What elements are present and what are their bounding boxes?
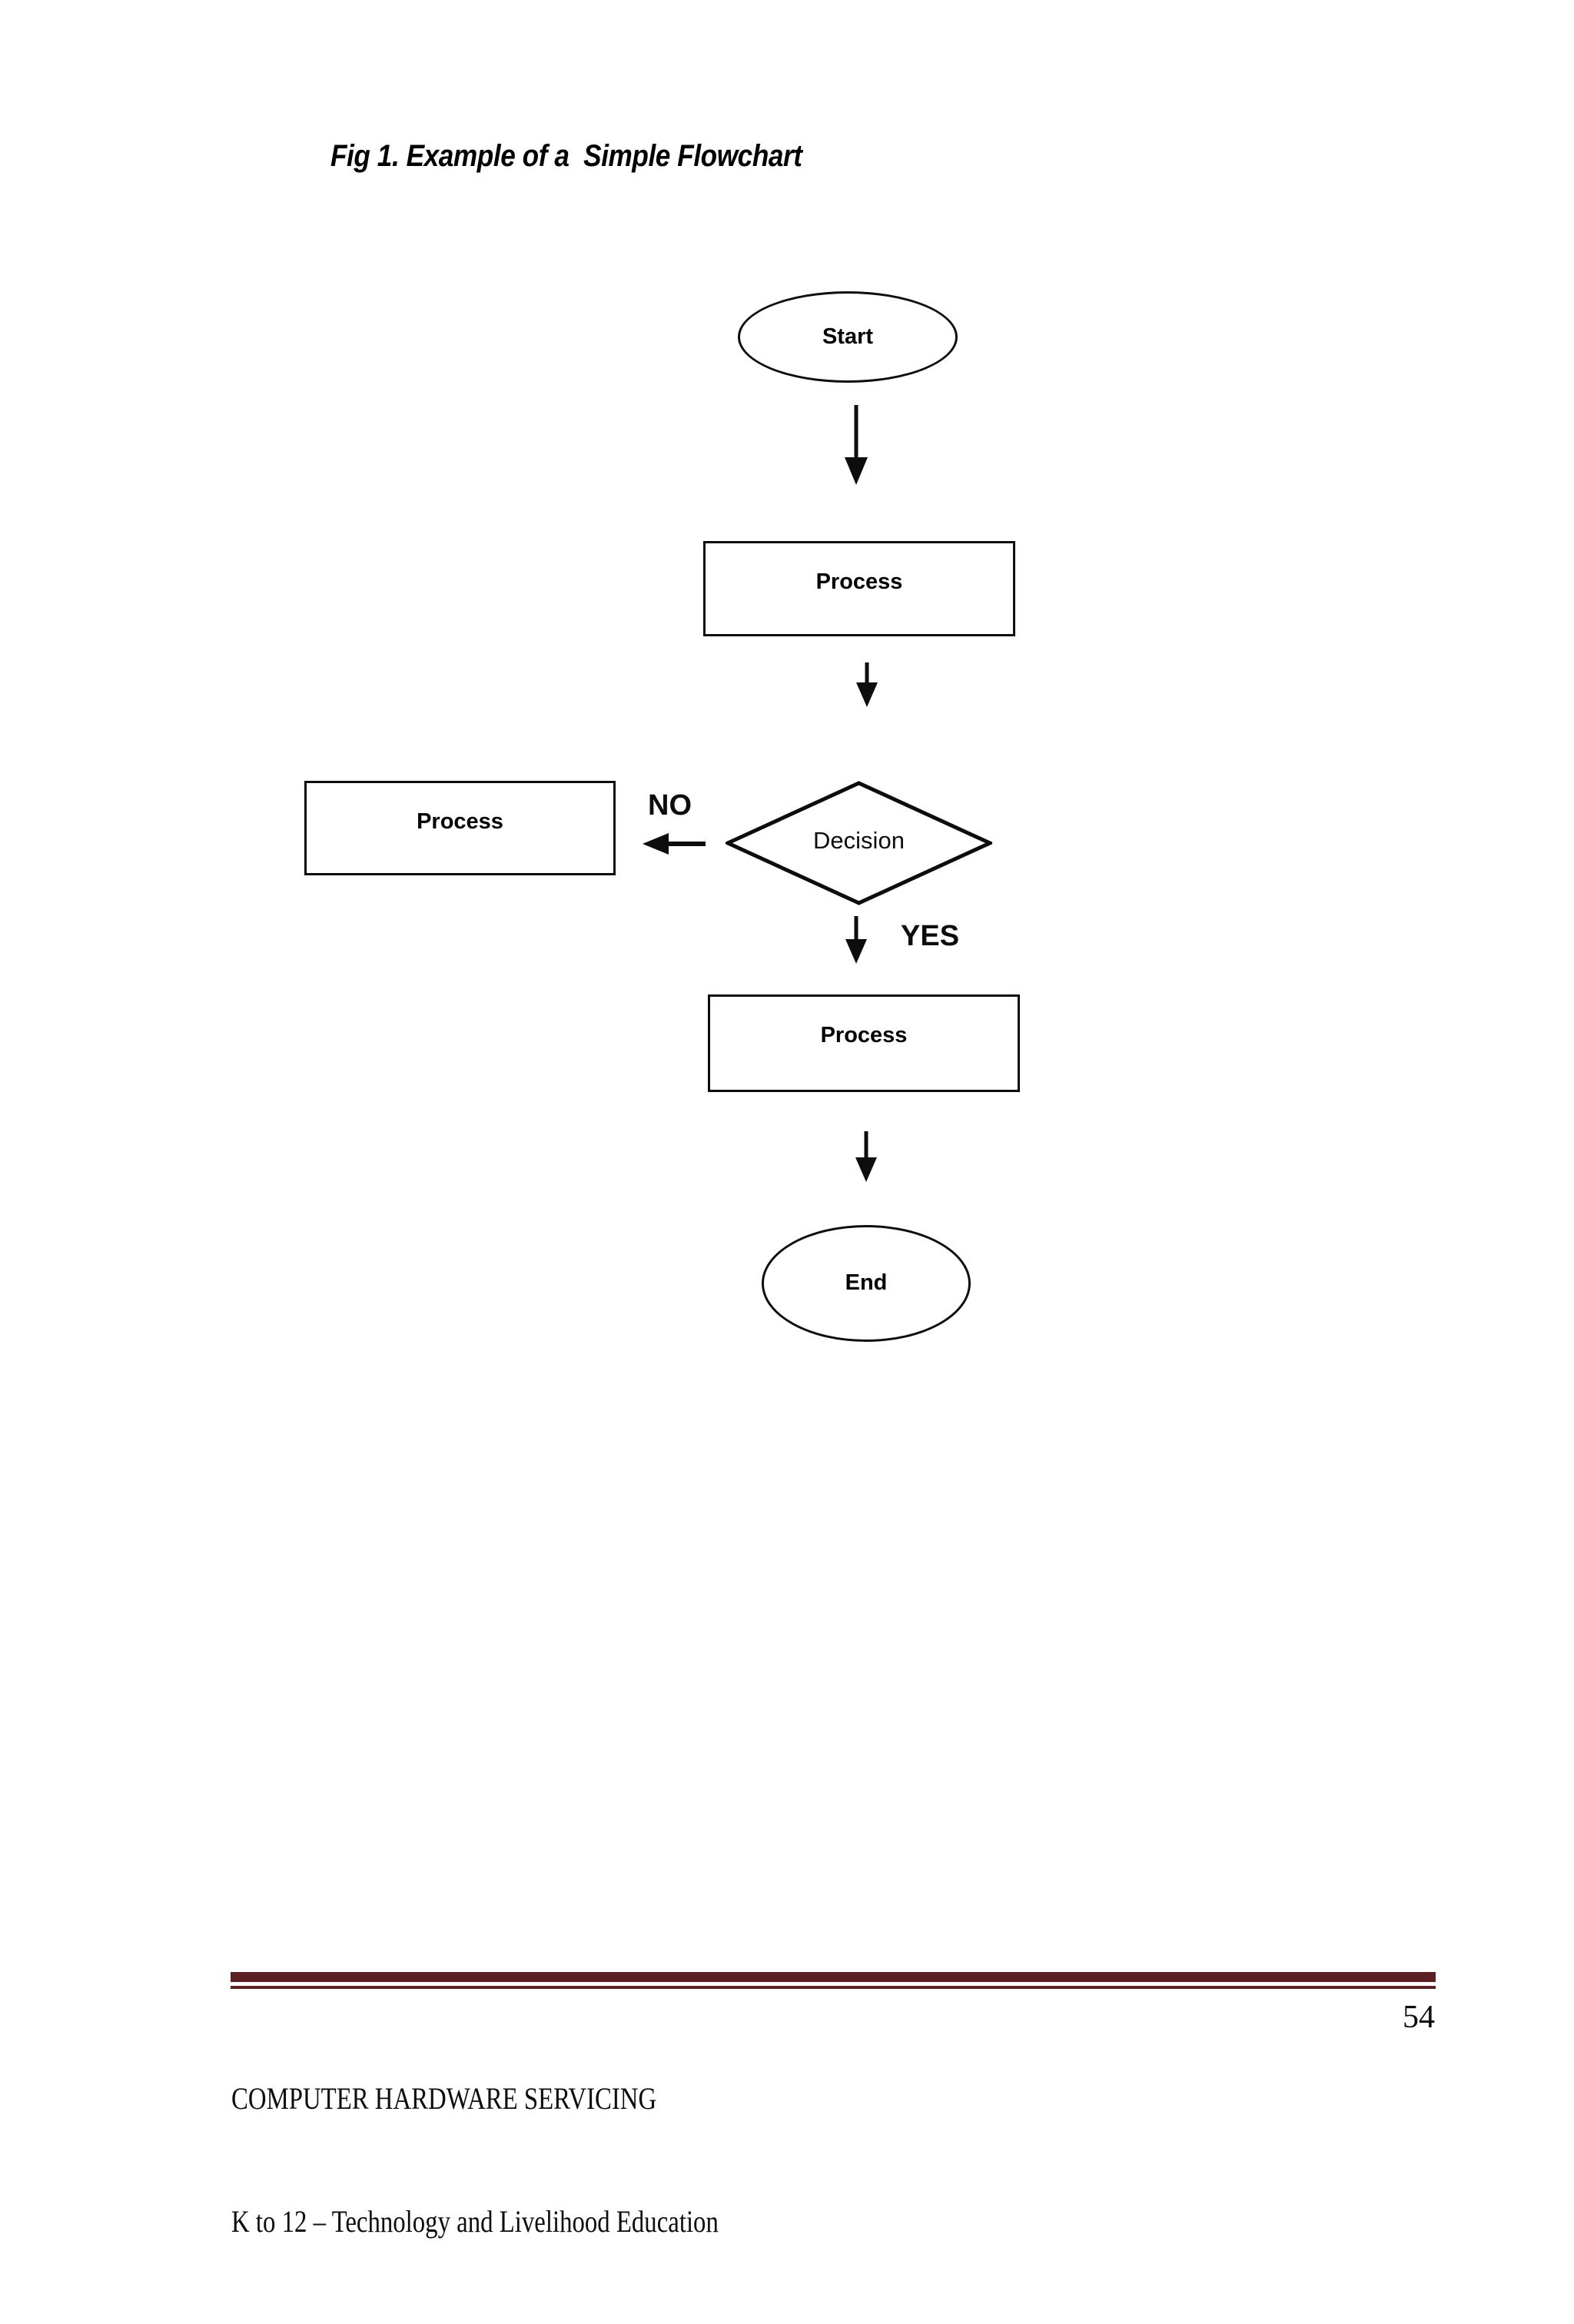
page-number: 54 xyxy=(1403,2000,1435,2035)
flowchart-node-end: End xyxy=(762,1225,971,1342)
footer-rule-gap xyxy=(231,1982,1436,1986)
flowchart-node-end-label: End xyxy=(845,1270,888,1295)
flowchart-arrow-process1-to-decision xyxy=(856,662,878,707)
footer-line-course: COMPUTER HARDWARE SERVICING xyxy=(231,2081,657,2116)
flowchart-node-start: Start xyxy=(738,291,958,383)
flowchart-arrow-decision-to-process2 xyxy=(845,916,867,964)
decision-diamond-shape xyxy=(726,781,992,905)
flowchart-node-process-no-branch: Process xyxy=(304,781,616,875)
document-page: Fig 1. Example of a Simple Flowchart Sta… xyxy=(231,139,1436,2239)
flowchart-arrow-process2-to-end xyxy=(855,1131,877,1182)
flowchart-node-process-1-label: Process xyxy=(815,569,903,594)
flowchart-node-decision: Decision xyxy=(726,781,992,905)
flowchart-diagram: Start Process Process NO xyxy=(304,291,1020,1342)
flowchart-edge-label-yes: YES xyxy=(901,920,960,952)
flowchart-node-process-2-label: Process xyxy=(820,1023,908,1047)
flowchart-node-process-2: Process xyxy=(708,994,1020,1092)
footer-rule-thin xyxy=(231,1986,1436,1989)
footer-line-program: K to 12 – Technology and Livelihood Educ… xyxy=(231,2203,719,2239)
flowchart-node-start-label: Start xyxy=(822,324,874,349)
footer-divider xyxy=(231,1972,1436,1989)
footer-text: COMPUTER HARDWARE SERVICING K to 12 – Te… xyxy=(231,1997,719,2324)
flowchart-node-process-1: Process xyxy=(703,541,1015,636)
footer-rule-thick xyxy=(231,1972,1436,1982)
figure-caption: Fig 1. Example of a Simple Flowchart xyxy=(330,139,802,173)
flowchart-node-decision-label: Decision xyxy=(813,827,905,854)
flowchart-edge-label-no: NO xyxy=(648,789,692,822)
flowchart-node-process-no-branch-label: Process xyxy=(417,809,503,834)
flowchart-arrow-decision-to-process-no xyxy=(643,833,706,855)
flowchart-arrow-start-to-process1 xyxy=(845,405,868,485)
